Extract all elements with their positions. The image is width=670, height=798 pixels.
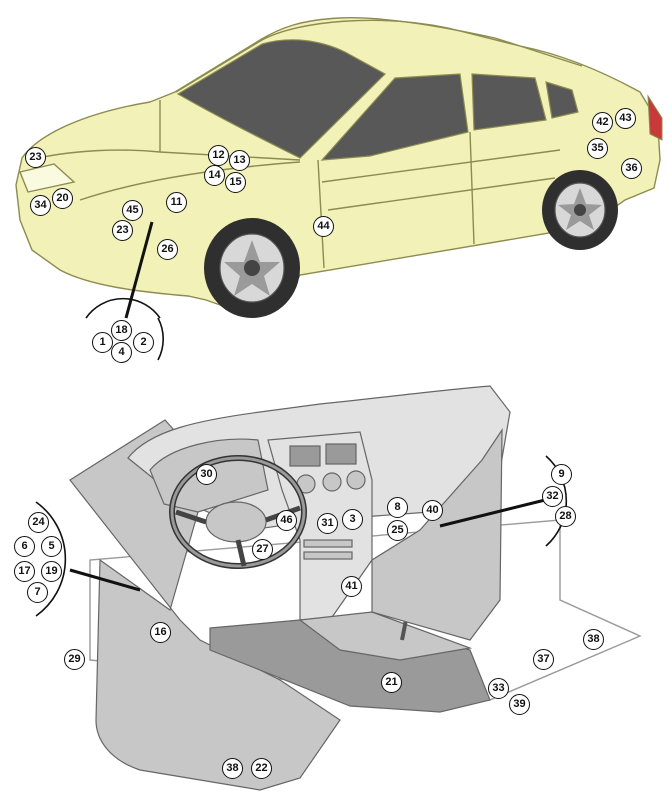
car-front-wheel bbox=[204, 218, 300, 318]
dash-side-panel bbox=[69, 419, 341, 791]
callout-car-35: 35 bbox=[587, 138, 608, 159]
callout-dash-25: 25 bbox=[387, 520, 408, 541]
dash-vent-right bbox=[325, 443, 357, 465]
callout-dash-9: 9 bbox=[551, 464, 572, 485]
callout-car-12: 12 bbox=[208, 145, 229, 166]
callout-dash-38-right: 38 bbox=[583, 629, 604, 650]
callout-car-42: 42 bbox=[592, 112, 613, 133]
callout-dash-19: 19 bbox=[41, 561, 62, 582]
callout-dash-24: 24 bbox=[28, 512, 49, 533]
car-callout-arc bbox=[85, 297, 161, 319]
callout-car-1: 1 bbox=[92, 332, 113, 353]
callout-dash-39: 39 bbox=[509, 694, 530, 715]
callout-dash-46: 46 bbox=[276, 510, 297, 531]
dash-radio-slot-2 bbox=[303, 551, 353, 560]
callout-dash-8: 8 bbox=[387, 497, 408, 518]
callout-car-20: 20 bbox=[52, 188, 73, 209]
car-callout-arc-right bbox=[157, 317, 164, 361]
callout-dash-37: 37 bbox=[533, 649, 554, 670]
dashboard-illustration bbox=[35, 385, 642, 791]
dash-console-top bbox=[298, 611, 473, 661]
car-windshield bbox=[176, 39, 386, 159]
dash-vent-left bbox=[289, 445, 321, 467]
car-tail-light bbox=[647, 94, 663, 141]
callout-car-18: 18 bbox=[111, 320, 132, 341]
callout-car-13: 13 bbox=[229, 150, 250, 171]
callout-car-45: 45 bbox=[122, 200, 143, 221]
callout-dash-21: 21 bbox=[381, 672, 402, 693]
dash-right-leader bbox=[439, 498, 546, 528]
callout-car-4: 4 bbox=[111, 342, 132, 363]
dash-left-leader bbox=[69, 568, 141, 592]
callout-car-11: 11 bbox=[166, 192, 187, 213]
car-rear-wheel bbox=[542, 170, 618, 250]
callout-dash-16: 16 bbox=[150, 622, 171, 643]
callout-dash-5: 5 bbox=[41, 536, 62, 557]
dash-right-panel bbox=[371, 427, 503, 641]
car-headlight bbox=[19, 163, 76, 193]
callout-car-2: 2 bbox=[133, 332, 154, 353]
callout-dash-7: 7 bbox=[27, 582, 48, 603]
callout-dash-41: 41 bbox=[341, 576, 362, 597]
callout-dash-27: 27 bbox=[252, 539, 273, 560]
car-front-window bbox=[320, 73, 469, 161]
callout-dash-30: 30 bbox=[196, 464, 217, 485]
car-illustration bbox=[15, 17, 663, 361]
callout-dash-3: 3 bbox=[342, 509, 363, 530]
car-door-lines bbox=[317, 131, 561, 269]
callout-dash-28: 28 bbox=[555, 506, 576, 527]
callout-dash-29: 29 bbox=[64, 649, 85, 670]
callout-car-23-lower: 23 bbox=[112, 220, 133, 241]
car-rear-window bbox=[471, 73, 547, 131]
car-leader-line bbox=[124, 221, 154, 319]
callout-car-43: 43 bbox=[615, 108, 636, 129]
car-quarter-glass bbox=[545, 81, 579, 119]
callout-car-14: 14 bbox=[204, 165, 225, 186]
callout-car-36: 36 bbox=[621, 158, 642, 179]
callout-dash-38-left: 38 bbox=[222, 758, 243, 779]
dash-left-arc bbox=[35, 501, 67, 617]
callout-dash-6: 6 bbox=[14, 536, 35, 557]
dash-knob-3 bbox=[346, 470, 366, 490]
callout-dash-33: 33 bbox=[488, 678, 509, 699]
dash-knob-2 bbox=[322, 472, 342, 492]
callout-dash-40: 40 bbox=[422, 500, 443, 521]
callout-car-44: 44 bbox=[313, 216, 334, 237]
callout-dash-22: 22 bbox=[251, 758, 272, 779]
callout-dash-32: 32 bbox=[542, 486, 563, 507]
callout-car-34: 34 bbox=[30, 195, 51, 216]
callout-dash-31: 31 bbox=[317, 513, 338, 534]
dash-radio-slot-1 bbox=[303, 539, 353, 548]
car-roof bbox=[175, 19, 583, 93]
callout-dash-17: 17 bbox=[14, 561, 35, 582]
callout-car-26: 26 bbox=[157, 239, 178, 260]
callout-car-23-front: 23 bbox=[25, 147, 46, 168]
callout-car-15: 15 bbox=[225, 172, 246, 193]
